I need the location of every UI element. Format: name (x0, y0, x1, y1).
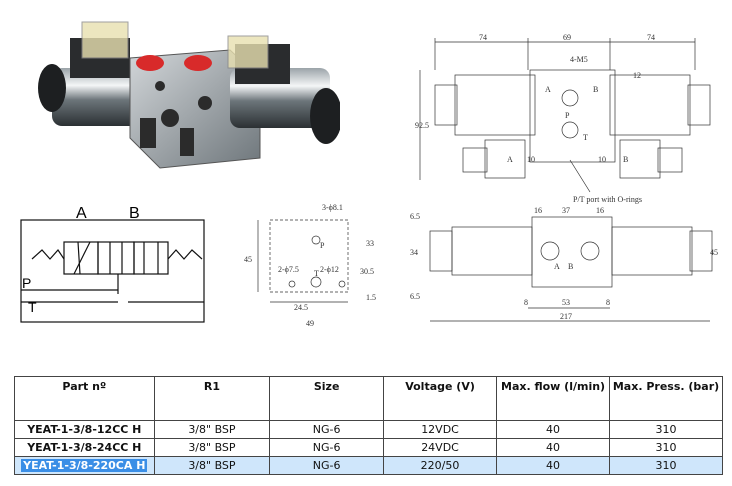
cell-r1: 3/8" BSP (153, 438, 271, 457)
dim-8-left: 8 (524, 298, 528, 307)
dim-16-left: 16 (534, 206, 542, 215)
top-view-drawing: 74 69 74 4-M5 12 92.5 10 10 A B P T A B … (415, 33, 711, 204)
dim-53: 53 (562, 298, 570, 307)
dim-74-right: 74 (647, 33, 655, 42)
cell-max-flow: 40 (496, 438, 611, 457)
col-header-r1: R1 (153, 376, 271, 421)
cell-max-press: 310 (609, 420, 723, 439)
dim-217: 217 (560, 312, 572, 321)
col-header-max-flow: Max. flow (l/min) (496, 376, 611, 421)
spec-table: Part nº R1 Size Voltage (V) Max. flow (l… (14, 376, 723, 475)
dim-49: 49 (306, 319, 314, 328)
dim-45: 45 (244, 255, 252, 264)
col-header-voltage: Voltage (V) (382, 376, 498, 421)
col-header-part-no: Part nº (14, 376, 155, 421)
dim-10-left: 10 (527, 155, 535, 164)
dim-1-5: 1.5 (366, 293, 376, 302)
coil-a-label: A (507, 155, 513, 164)
dim-92-5: 92.5 (415, 121, 429, 130)
table-row[interactable]: YEAT-1-3/8-12CC H 3/8" BSP NG-6 12VDC 40… (14, 420, 723, 439)
dim-8-right: 8 (606, 298, 610, 307)
cell-voltage: 12VDC (382, 420, 498, 439)
col-header-max-press: Max. Press. (bar) (609, 376, 723, 421)
bottom-port-b: B (568, 262, 573, 271)
col-header-size: Size (269, 376, 384, 421)
dim-4m5: 4-M5 (570, 55, 588, 64)
cell-r1: 3/8" BSP (153, 420, 271, 439)
dim-45-bottom: 45 (710, 248, 718, 257)
cell-voltage: 24VDC (382, 438, 498, 457)
cell-part-no: YEAT-1-3/8-220CA H (14, 456, 155, 475)
table-row-selected[interactable]: YEAT-1-3/8-220CA H 3/8" BSP NG-6 220/50 … (14, 456, 723, 475)
table-header-row: Part nº R1 Size Voltage (V) Max. flow (l… (14, 376, 723, 421)
dim-2-phi-12: 2-ϕ12 (320, 265, 339, 274)
dim-12: 12 (633, 71, 641, 80)
cell-size: NG-6 (269, 456, 384, 475)
port-a: A (545, 85, 551, 94)
cell-r1: 3/8" BSP (153, 456, 271, 475)
cell-size: NG-6 (269, 420, 384, 439)
dim-34: 34 (410, 248, 418, 257)
dim-33: 33 (366, 239, 374, 248)
port-pattern-drawing: 3-ϕ8.1 33 45 2-ϕ7.5 2-ϕ12 30.5 1.5 24.5 … (244, 203, 376, 328)
hydraulic-schematic: A B P T (20, 205, 205, 323)
cell-max-flow: 40 (496, 420, 611, 439)
schematic-p: P (22, 275, 31, 291)
coil-b-label: B (623, 155, 628, 164)
dim-74-left: 74 (479, 33, 487, 42)
bottom-port-a: A (554, 262, 560, 271)
cell-voltage: 220/50 (382, 456, 498, 475)
cell-max-flow: 40 (496, 456, 611, 475)
cell-max-press: 310 (609, 438, 723, 457)
cell-max-press: 310 (609, 456, 723, 475)
cell-part-no: YEAT-1-3/8-12CC H (14, 420, 155, 439)
cell-part-no: YEAT-1-3/8-24CC H (14, 438, 155, 457)
port-t: T (583, 133, 588, 142)
dim-3-phi: 3-ϕ8.1 (322, 203, 343, 212)
dim-6-5-top: 6.5 (410, 212, 420, 221)
dim-24-5: 24.5 (294, 303, 308, 312)
dim-37: 37 (562, 206, 570, 215)
selected-part-no: YEAT-1-3/8-220CA H (21, 459, 148, 472)
dim-30-5: 30.5 (360, 267, 374, 276)
table-row[interactable]: YEAT-1-3/8-24CC H 3/8" BSP NG-6 24VDC 40… (14, 438, 723, 457)
dim-2-phi-7-5: 2-ϕ7.5 (278, 265, 299, 274)
port-pattern-p: P (320, 241, 325, 250)
port-p: P (565, 111, 570, 120)
valve-photo (38, 21, 340, 169)
dim-16-right: 16 (596, 206, 604, 215)
port-pattern-t: T (314, 269, 319, 278)
schematic-t: T (28, 299, 37, 315)
dim-10-right: 10 (598, 155, 606, 164)
cell-size: NG-6 (269, 438, 384, 457)
dim-6-5-bottom: 6.5 (410, 292, 420, 301)
schematic-b: B (129, 205, 140, 222)
port-b: B (593, 85, 598, 94)
bottom-view-drawing: 16 37 16 6.5 34 45 6.5 8 53 8 217 A B (410, 206, 718, 322)
schematic-a: A (76, 205, 87, 222)
pt-note: P/T port with O-rings (573, 195, 642, 204)
dim-69: 69 (563, 33, 571, 42)
